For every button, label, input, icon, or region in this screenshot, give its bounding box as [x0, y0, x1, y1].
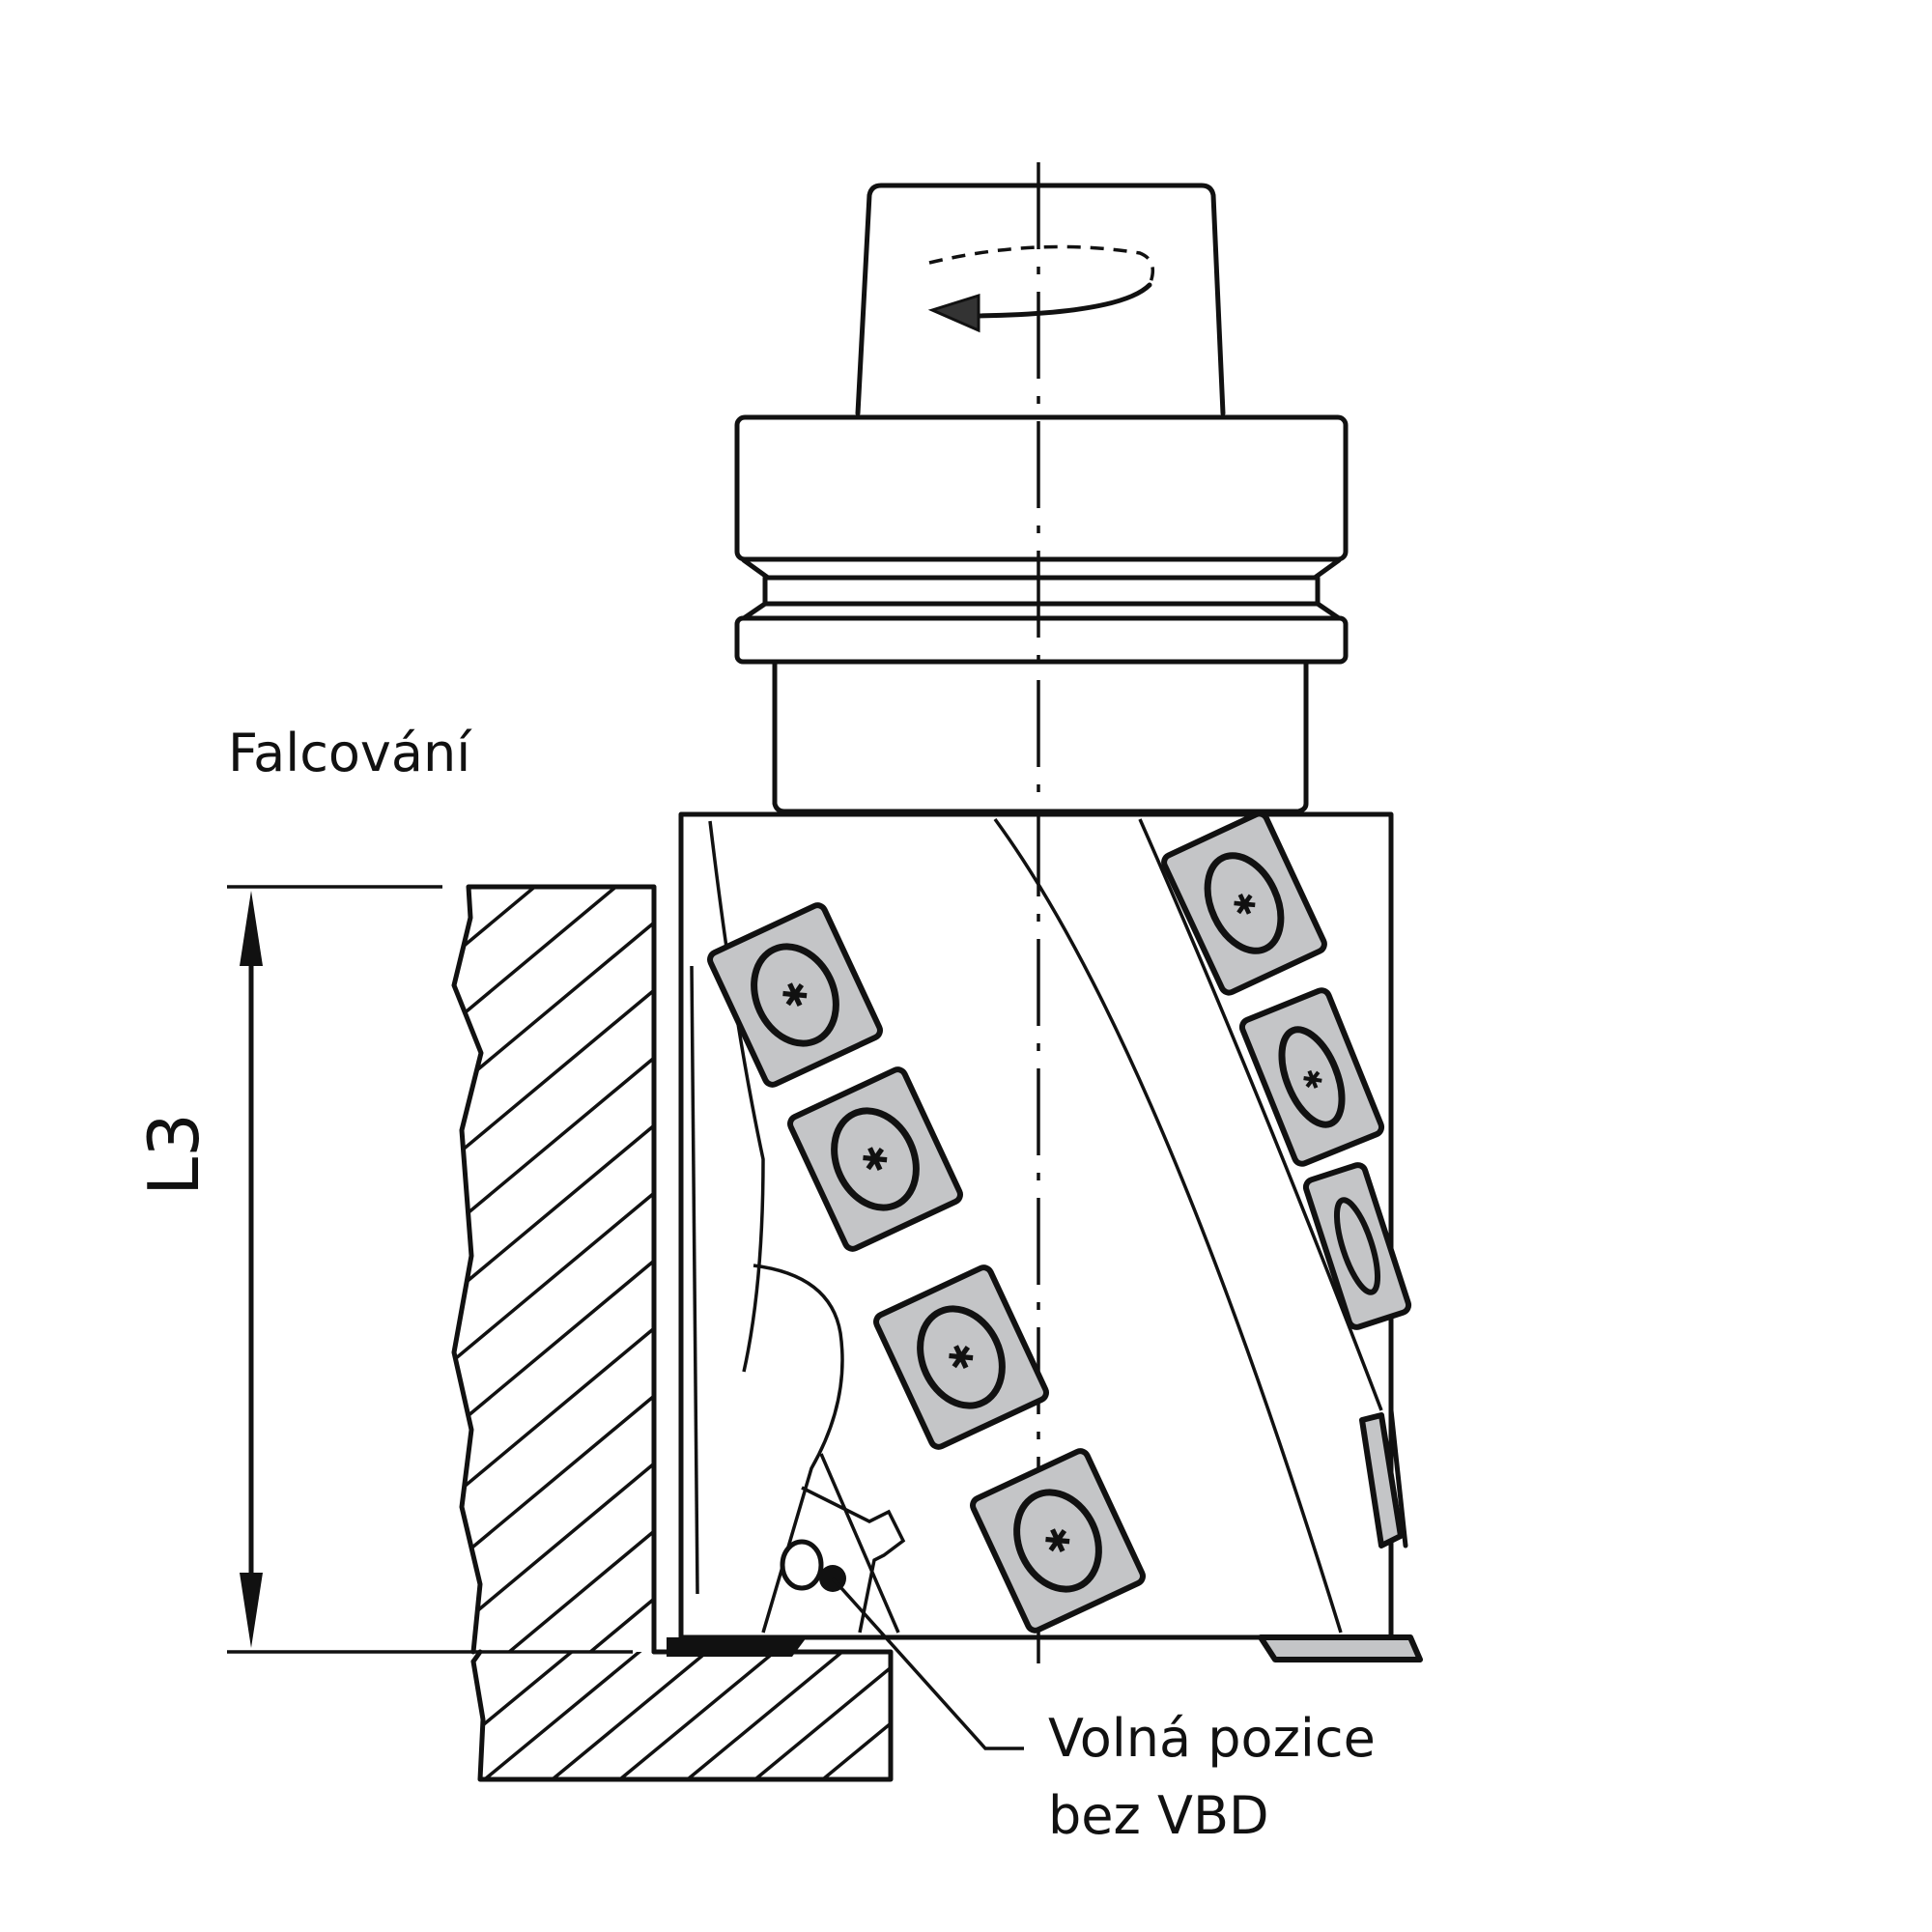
- callout-label: Volná pozice bez VBD: [1048, 1700, 1376, 1855]
- hatch-pattern-wall: [454, 887, 654, 1652]
- insert: ✱: [873, 1264, 1049, 1450]
- insert: [1302, 1162, 1412, 1330]
- operation-label: Falcování: [228, 723, 471, 783]
- insert: ✱: [707, 902, 883, 1088]
- insert: ✱: [970, 1448, 1146, 1634]
- callout-line-1: Volná pozice: [1048, 1708, 1376, 1769]
- hatch-pattern-base: [473, 1652, 891, 1779]
- insert: ✱: [787, 1066, 963, 1252]
- workpiece: [451, 884, 894, 1782]
- insert: ✱: [1238, 987, 1385, 1167]
- rotation-arrow-icon: [927, 244, 1155, 333]
- insert: ✱: [1161, 810, 1327, 996]
- callout-line-2: bez VBD: [1048, 1785, 1269, 1846]
- dimension-label: L3: [133, 1113, 214, 1196]
- cutting-inserts: ✱ ✱ ✱ ✱ ✱ ✱: [707, 810, 1412, 1634]
- tool-flange: [734, 414, 1349, 814]
- cutter-body: [667, 811, 1423, 1662]
- dimension-l3: [227, 885, 633, 1654]
- callout-leader: [831, 1577, 1024, 1750]
- tool-shank: [855, 183, 1226, 416]
